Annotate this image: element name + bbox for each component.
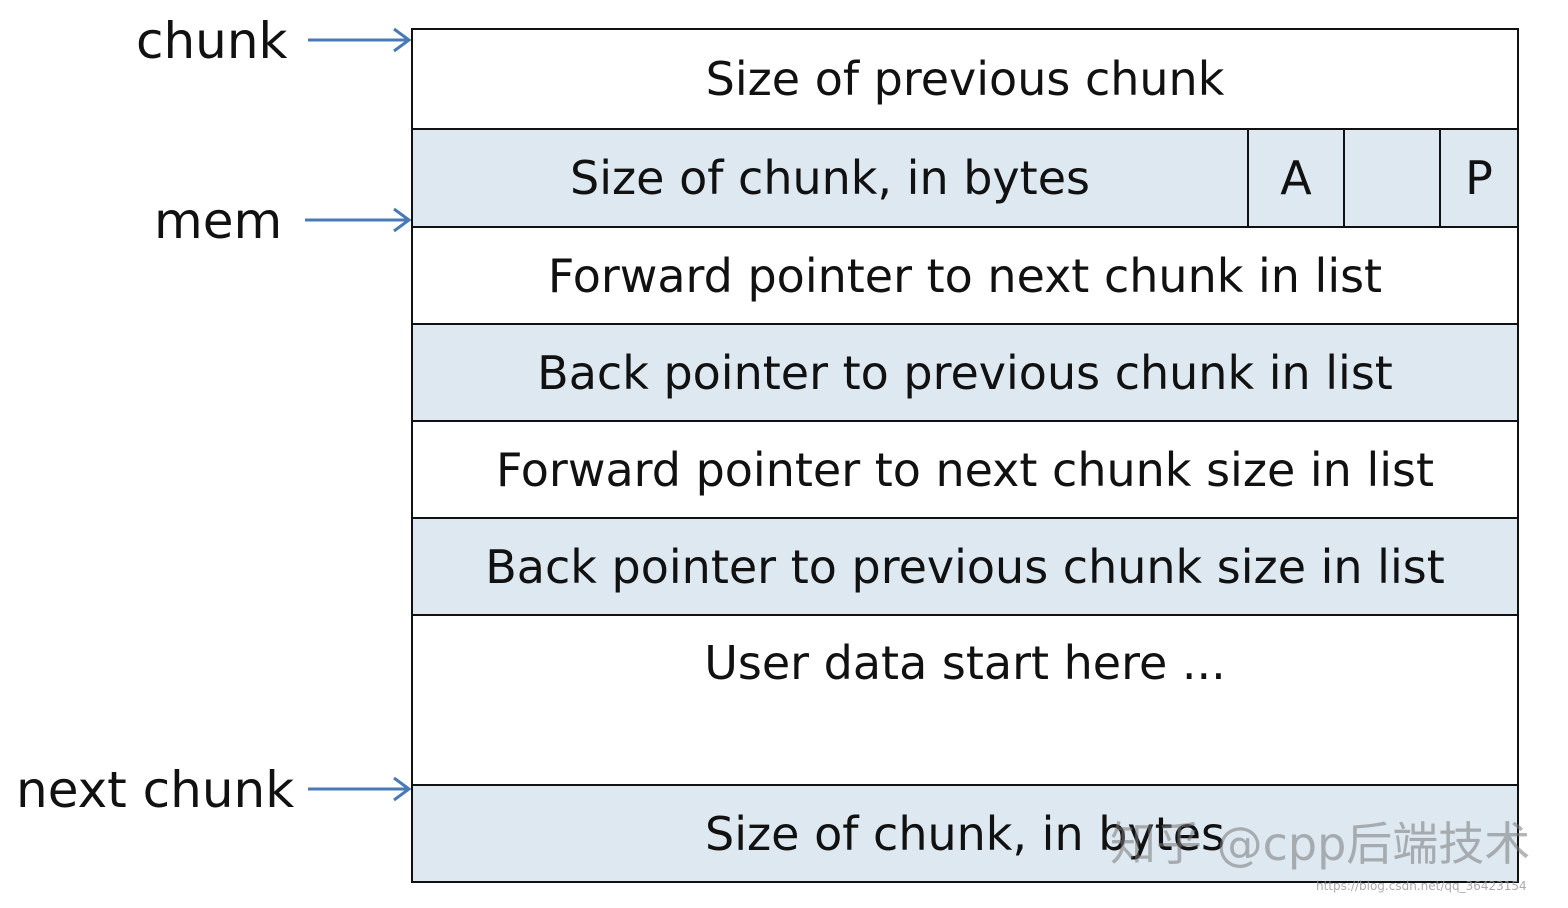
row-user-data-label: User data start here ... (704, 636, 1226, 690)
row-bk-nextsize-label: Back pointer to previous chunk size in l… (485, 539, 1445, 594)
mem-pointer-label: mem (154, 192, 283, 250)
row-next-chunk-size: Size of chunk, in bytes (413, 784, 1517, 881)
row-fd-nextsize-label: Forward pointer to next chunk size in li… (495, 442, 1435, 497)
next-chunk-arrow-head (393, 776, 412, 802)
flag-a-label: A (1280, 151, 1312, 205)
chunk-layout-table: Size of previous chunk Size of chunk, in… (411, 28, 1519, 883)
row-user-data: User data start here ... (413, 614, 1517, 784)
chunk-size-cell: Size of chunk, in bytes (413, 130, 1247, 226)
chunk-pointer-label: chunk (136, 12, 288, 70)
chunk-size-label: Size of chunk, in bytes (570, 151, 1090, 205)
row-bk-nextsize: Back pointer to previous chunk size in l… (413, 517, 1517, 614)
row-prev-size: Size of previous chunk (413, 30, 1517, 128)
flag-p-cell: P (1439, 130, 1517, 226)
flag-p-label: P (1465, 151, 1493, 205)
flag-a-cell: A (1247, 130, 1343, 226)
mem-arrow-head (393, 207, 412, 233)
row-next-chunk-size-label: Size of chunk, in bytes (705, 806, 1225, 861)
row-bk: Back pointer to previous chunk in list (413, 323, 1517, 420)
chunk-arrow-head (393, 27, 412, 53)
row-bk-label: Back pointer to previous chunk in list (537, 345, 1393, 400)
watermark-url: https://blog.csdn.net/qq_36423154 (1316, 879, 1527, 893)
row-fd: Forward pointer to next chunk in list (413, 226, 1517, 323)
row-fd-label: Forward pointer to next chunk in list (547, 248, 1383, 303)
row-chunk-size: Size of chunk, in bytes A P (413, 128, 1517, 226)
watermark-text: 知乎 @cpp后端技术 (1110, 817, 1531, 871)
row-prev-size-label: Size of previous chunk (705, 52, 1225, 106)
next-chunk-pointer-label: next chunk (16, 761, 295, 819)
row-fd-nextsize: Forward pointer to next chunk size in li… (413, 420, 1517, 517)
flag-m-cell (1343, 130, 1439, 226)
